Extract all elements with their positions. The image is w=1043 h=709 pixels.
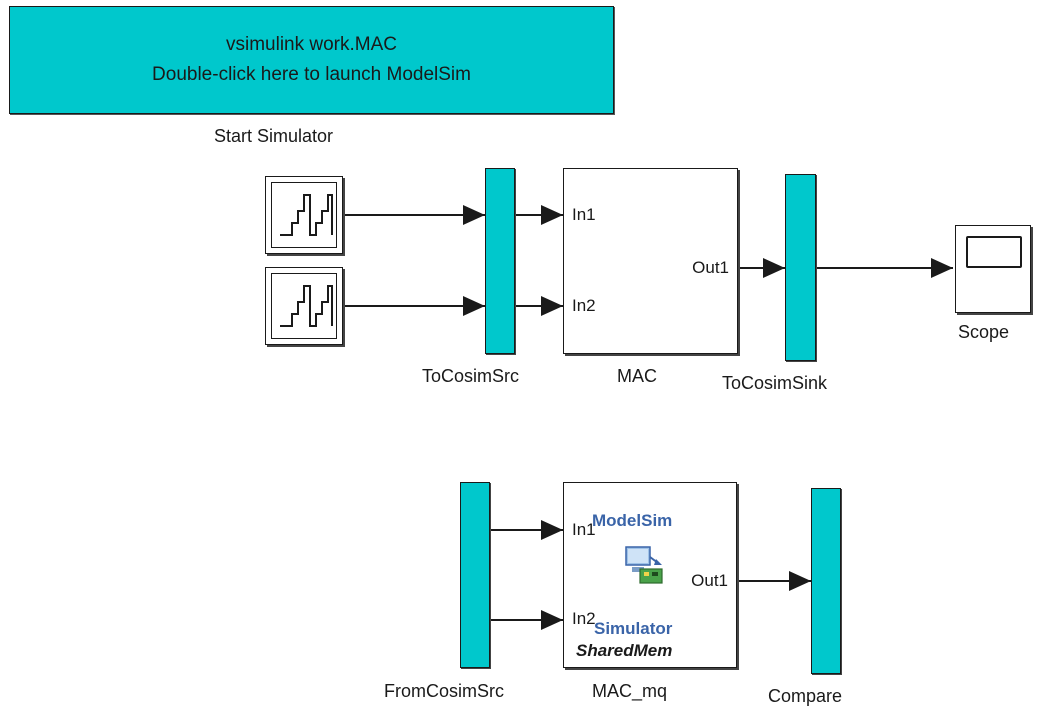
mac-mq-in1-port-label: In1: [572, 520, 596, 539]
mac-in1-port-label: In1: [572, 205, 596, 224]
signal-generator-icon: [271, 182, 337, 248]
arrowhead: [541, 205, 563, 225]
mac-mq-out1-port-label: Out1: [691, 571, 728, 590]
signal-generator-icon: [271, 273, 337, 339]
tocosimsink-label: ToCosimSink: [722, 373, 828, 393]
launch-instruction-text: Double-click here to launch ModelSim: [152, 64, 471, 85]
mac-mq-in2-port-label: In2: [572, 609, 596, 628]
scope-block[interactable]: [955, 225, 1031, 313]
launch-command-text: vsimulink work.MAC: [225, 34, 398, 55]
arrowhead: [931, 258, 953, 278]
mac-in2-port-label: In2: [572, 296, 596, 315]
arrowhead: [763, 258, 785, 278]
modelsim-sharedmem-text: SharedMem: [576, 641, 673, 660]
arrowhead: [541, 520, 563, 540]
arrowhead: [463, 296, 485, 316]
start-simulator-caption: Start Simulator: [214, 126, 334, 146]
scope-screen-icon: [966, 236, 1022, 268]
mac-subsystem-block[interactable]: In1 In2 Out1: [563, 168, 738, 354]
signal-generator-block-2[interactable]: [265, 267, 343, 345]
scope-label: Scope: [958, 322, 1010, 342]
tocosimsink-block[interactable]: [785, 174, 816, 361]
mac-block-label: MAC: [617, 366, 657, 386]
mac-mq-label: MAC_mq: [592, 681, 668, 701]
modelsim-brand-text: ModelSim: [592, 511, 673, 530]
modelsim-simulator-text: Simulator: [594, 619, 673, 638]
modelsim-computer-icon: [624, 543, 668, 587]
start-simulator-block[interactable]: vsimulink work.MAC Double-click here to …: [9, 6, 614, 114]
mac-out1-port-label: Out1: [692, 258, 729, 277]
signal-generator-block-1[interactable]: [265, 176, 343, 254]
arrowhead: [463, 205, 485, 225]
tocosimsrc-label: ToCosimSrc: [422, 366, 520, 386]
arrowhead: [789, 571, 811, 591]
mac-mq-cosim-block[interactable]: ModelSim In1 Out1 In2 Simulator SharedMe…: [563, 482, 737, 668]
compare-block[interactable]: [811, 488, 841, 674]
compare-label: Compare: [768, 686, 843, 706]
arrowhead: [541, 296, 563, 316]
arrowhead: [541, 610, 563, 630]
tocosimsrc-block[interactable]: [485, 168, 515, 354]
fromcosimsrc-label: FromCosimSrc: [384, 681, 504, 701]
fromcosimsrc-block[interactable]: [460, 482, 490, 668]
